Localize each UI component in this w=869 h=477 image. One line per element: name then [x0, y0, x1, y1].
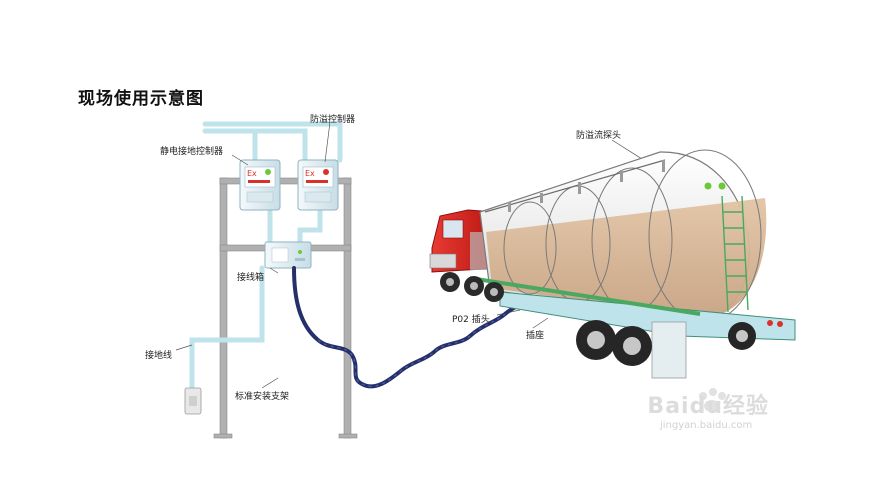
conduit-pipes — [189, 121, 343, 393]
mudflap — [651, 321, 687, 379]
overflow-probes — [508, 160, 665, 212]
tail-lights — [767, 320, 783, 327]
label-junction-box: 接线箱 — [237, 273, 265, 283]
tank-marker-left — [704, 182, 712, 190]
tank-top-rail — [484, 159, 666, 213]
label-socket: 插座 — [526, 331, 545, 341]
trailer-frame — [469, 276, 701, 316]
coiled-cable — [292, 266, 542, 389]
label-ground-wire: 接地线 — [145, 351, 173, 361]
cab-grille — [429, 253, 457, 269]
watermark-url: jingyan.baidu.com — [660, 420, 753, 431]
tank-ladder — [721, 195, 749, 313]
tank-liquid — [486, 198, 767, 318]
tank-marker-right — [718, 182, 726, 190]
left-ex-mark: Ex — [247, 169, 257, 178]
static-grounding-controller — [239, 159, 281, 211]
ground-clamp — [184, 387, 202, 415]
junction-box — [264, 241, 312, 269]
tanker-truck — [429, 149, 796, 379]
label-overflow-controller: 防溢控制器 — [310, 115, 356, 125]
watermark-paw-icon — [699, 388, 726, 412]
cable-coil-highlight — [317, 313, 506, 387]
diagram-title: 现场使用示意图 — [78, 89, 204, 109]
truck-wheels — [440, 272, 756, 366]
label-p02-plug: P02 插头 — [452, 315, 490, 325]
overflow-controller — [297, 159, 339, 211]
watermark-brand: Baidu经验 — [647, 394, 769, 419]
label-overflow-probe: 防溢流探头 — [576, 131, 622, 141]
right-ex-mark: Ex — [305, 169, 315, 178]
label-bracket: 标准安装支架 — [235, 392, 290, 402]
label-static-controller: 静电接地控制器 — [160, 147, 224, 157]
cab-window — [442, 219, 464, 239]
